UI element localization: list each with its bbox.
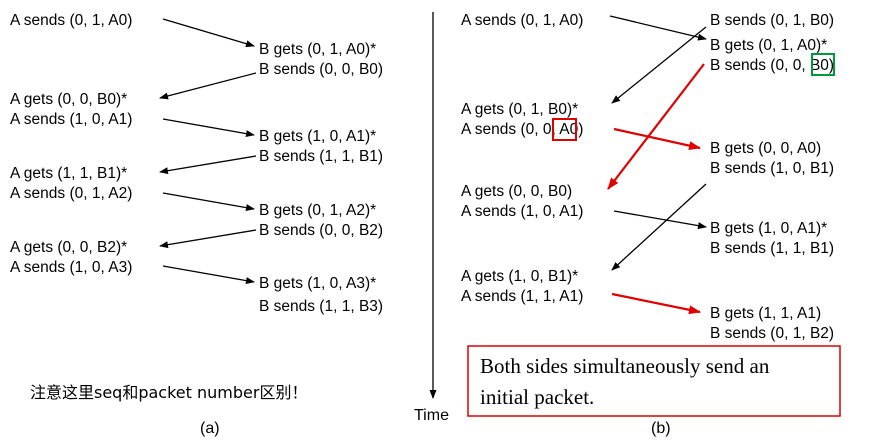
callout-line-1: Both sides simultaneously send an	[480, 354, 770, 378]
a-arrow-a1	[162, 118, 255, 138]
a-label-b-gets-a3: B gets (1, 0, A3)*	[259, 275, 376, 292]
panel-a: A sends (0, 1, A0) B gets (0, 1, A0)* B …	[10, 12, 383, 437]
a-label-a-gets-b1: A gets (1, 1, B1)*	[10, 165, 127, 182]
b-label-a-sends-a1: A sends (1, 0, A1)	[461, 203, 583, 220]
red-highlight-box	[552, 118, 577, 141]
a-label-b-gets-a0: B gets (0, 1, A0)*	[259, 41, 376, 58]
a-arrow-a3	[162, 265, 255, 285]
b-label-b-gets-a1-dup: B gets (1, 1, A1)	[710, 305, 821, 322]
a-arrow-b1	[159, 155, 257, 175]
a-label-a-gets-b2: A gets (0, 0, B2)*	[10, 239, 127, 256]
a-arrow-b0	[159, 72, 257, 100]
a-arrow-b2	[159, 229, 257, 249]
a-note: 注意这里seq和packet number区别！	[30, 383, 307, 402]
a-label-b-gets-a2: B gets (0, 1, A2)*	[259, 202, 376, 219]
time-axis: Time	[414, 12, 449, 424]
a-label-b-sends-b1: B sends (1, 1, B1)	[259, 148, 383, 165]
time-axis-label: Time	[414, 407, 449, 424]
a-label-b-sends-b0: B sends (0, 0, B0)	[259, 61, 383, 78]
b-label-b-sends-b2: B sends (0, 1, B2)	[710, 325, 834, 342]
a-label-b-sends-b3: B sends (1, 1, B3)	[259, 298, 383, 315]
b-red-arrow-b0-dup	[607, 63, 705, 190]
b-label-b-sends-b0: B sends (0, 1, B0)	[710, 12, 834, 29]
b-red-arrow-a0-dup	[613, 127, 701, 151]
green-highlight-box	[811, 53, 835, 76]
callout-line-2: initial packet.	[480, 385, 594, 409]
panel-b: A sends (0, 1, A0) B sends (0, 1, B0) B …	[461, 12, 841, 437]
b-label-b-gets-a0-dup: B gets (0, 0, A0)	[710, 140, 821, 157]
a-label-a-sends-a2: A sends (0, 1, A2)	[10, 185, 132, 202]
a-label-a-sends-a1: A sends (1, 0, A1)	[10, 111, 132, 128]
b-label-a-gets-b0: A gets (0, 1, B0)*	[461, 101, 578, 118]
callout-box	[467, 345, 841, 417]
b-label-a-gets-b1: A gets (1, 0, B1)*	[461, 268, 578, 285]
b-label-b-sends-b1: B sends (1, 0, B1)	[710, 160, 834, 177]
a-label-a-sends-a3: A sends (1, 0, A3)	[10, 259, 132, 276]
b-arrow-b0	[611, 26, 707, 104]
b-label-b-gets-a0: B gets (0, 1, A0)*	[710, 37, 827, 54]
a-label-a-gets-b0: A gets (0, 0, B0)*	[10, 91, 127, 108]
a-arrow-a0	[162, 18, 255, 48]
b-arrow-a1	[613, 210, 707, 230]
a-arrow-a2	[162, 192, 255, 212]
b-label-b-sends-b1-next: B sends (1, 1, B1)	[710, 240, 834, 257]
b-label-a-sends-a0: A sends (0, 1, A0)	[461, 12, 583, 29]
b-arrow-a0	[609, 15, 707, 41]
b-label-a-gets-b0-dup: A gets (0, 0, B0)	[461, 183, 572, 200]
b-label-a-sends-a1-next: A sends (1, 1, A1)	[461, 288, 583, 305]
b-label-a-sends-a0-again: A sends (0, 0, A0)	[461, 121, 583, 138]
a-label-b-sends-b2: B sends (0, 0, B2)	[259, 222, 383, 239]
a-label-b-gets-a1: B gets (1, 0, A1)*	[259, 128, 376, 145]
b-label-b-sends-b0-again: B sends (0, 0, B0)	[710, 57, 834, 74]
a-caption: (a)	[200, 420, 220, 437]
b-caption: (b)	[651, 420, 671, 437]
a-label-a-sends-a0: A sends (0, 1, A0)	[10, 12, 132, 29]
b-label-b-gets-a1: B gets (1, 0, A1)*	[710, 220, 827, 237]
b-arrow-b1	[611, 183, 707, 271]
b-red-arrow-a1-dup	[611, 292, 701, 315]
